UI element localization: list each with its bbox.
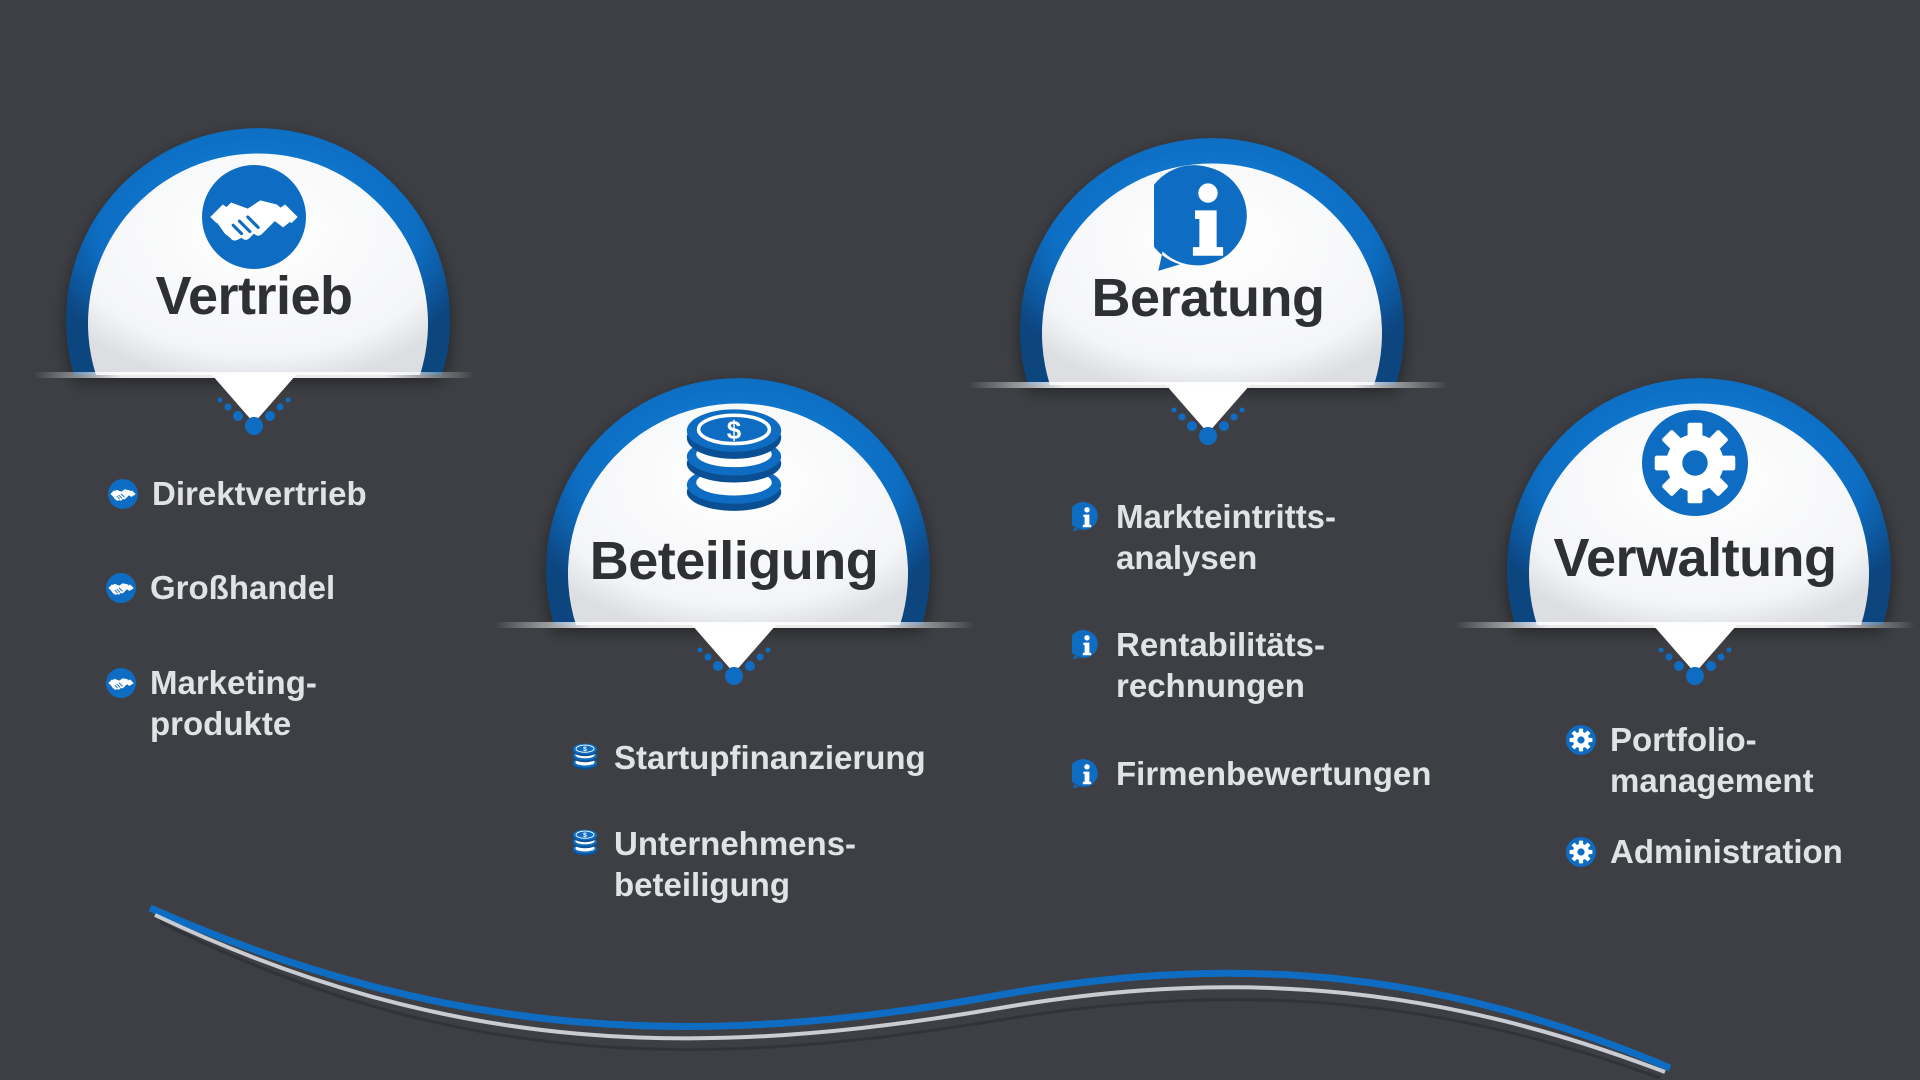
list-item: Markteintritts- analysen [1072,496,1336,578]
item-label: Markteintritts- analysen [1116,498,1337,576]
item-label: Portfolio- management [1610,721,1814,799]
pin-badge: Verwaltung [1455,335,1915,715]
pin-badge: Beteiligung [494,335,974,715]
info-icon [1072,630,1102,660]
info-icon [1072,759,1102,789]
list-item: Großhandel [106,567,335,608]
item-label: Marketing- produkte [150,664,317,742]
coins-icon [668,407,800,525]
gear-icon [1566,725,1596,755]
item-label: Rentabilitäts- rechnungen [1116,626,1326,704]
handshake-icon [106,573,136,603]
list-item: Administration [1566,831,1843,872]
coins-icon [570,829,600,859]
pin-badge: Vertrieb [34,85,474,465]
pillar-title: Vertrieb [155,266,353,326]
list-item: Marketing- produkte [106,662,317,744]
badge-graphic [1455,378,1915,685]
pillar-title: Beteiligung [589,531,879,591]
info-icon [1154,165,1262,273]
item-label: Startupfinanzierung [614,739,926,776]
handshake-icon [108,479,138,509]
list-item: Firmenbewertungen [1072,753,1431,794]
pillar-title: Beratung [1091,268,1325,328]
gear-icon [1566,837,1596,867]
item-label: Unternehmens- beteiligung [614,825,857,903]
handshake-icon [202,165,306,269]
item-label: Administration [1610,833,1843,870]
badge-graphic [494,378,974,685]
gear-icon [1642,410,1748,516]
item-label: Firmenbewertungen [1116,755,1432,792]
list-item: Unternehmens- beteiligung [570,823,856,905]
pillar-title: Verwaltung [1553,528,1837,588]
list-item: Rentabilitäts- rechnungen [1072,624,1325,706]
item-label: Direktvertrieb [152,475,367,512]
list-item: Startupfinanzierung [570,737,926,778]
list-item: Direktvertrieb [108,473,367,514]
coins-icon [570,743,600,773]
handshake-icon [106,668,136,698]
pin-badge: Beratung [968,95,1448,475]
list-item: Portfolio- management [1566,719,1814,801]
info-icon [1072,502,1102,532]
item-label: Großhandel [150,569,336,606]
